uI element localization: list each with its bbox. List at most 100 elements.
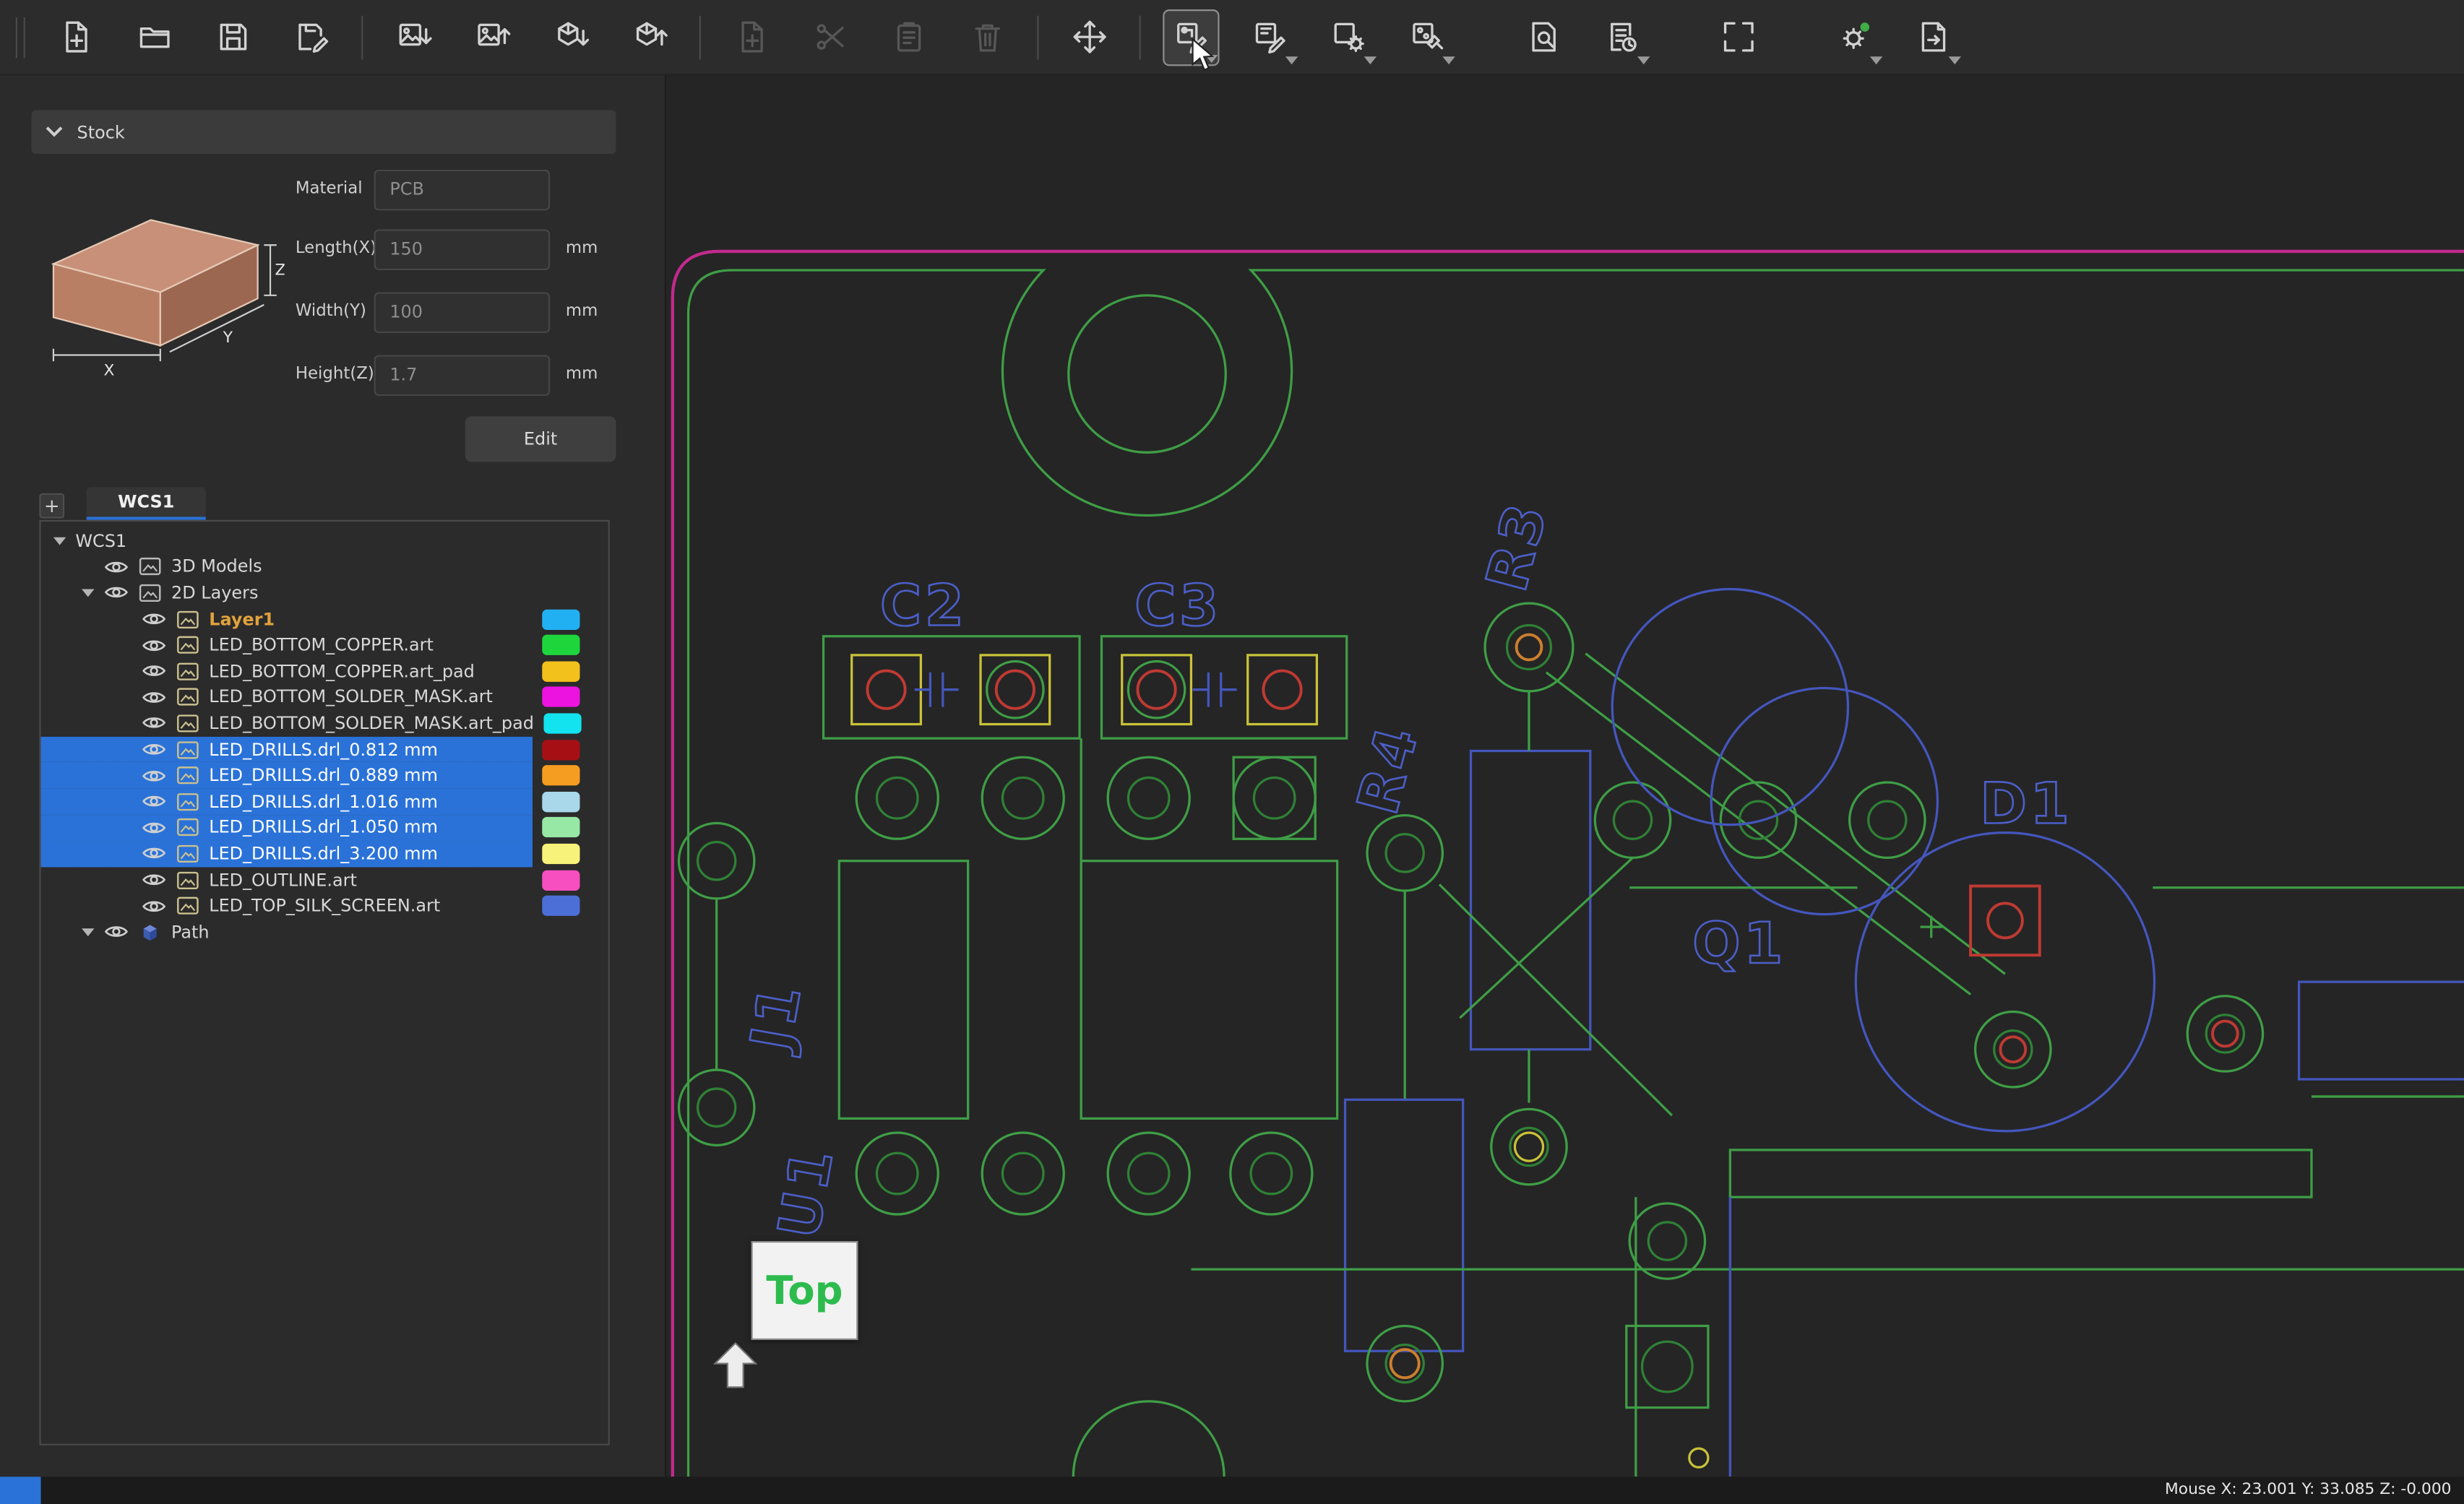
layer-color-swatch[interactable] [542,739,580,760]
visibility-eye-icon[interactable] [104,584,129,602]
layer-color-swatch[interactable] [542,765,580,786]
silkscreen-label-j1: J1 [738,977,815,1058]
layer-row[interactable]: LED_BOTTOM_SOLDER_MASK.art [41,684,608,710]
toolbar-separator [361,14,363,59]
dropdown-arrow-icon[interactable] [1205,54,1218,62]
floppy-icon [219,23,246,51]
visibility-eye-icon[interactable] [142,610,167,628]
visibility-eye-icon[interactable] [142,688,167,706]
layer-thumbnail-icon [176,765,200,785]
layer-color-swatch[interactable] [542,687,580,708]
layer-row[interactable]: LED_BOTTOM_COPPER.art [41,632,608,658]
tree-node-wcs1[interactable]: WCS1 [41,528,608,554]
machine-settings-button[interactable] [1826,9,1883,65]
tree-node-2d-layers[interactable]: 2D Layers [41,580,608,606]
layer-color-swatch[interactable] [542,661,580,682]
delete-button[interactable] [959,9,1015,65]
layer-color-swatch[interactable] [542,843,580,864]
visibility-eye-icon[interactable] [142,662,167,680]
edit-button[interactable]: Edit [465,416,616,462]
tree-node-label: 3D Models [171,556,262,577]
save-as-button[interactable] [283,9,339,65]
height-field[interactable]: 1.7 [374,355,551,397]
layer-row[interactable]: LED_DRILLS.drl_1.050 mm [40,814,608,841]
export-gcode-button[interactable] [1905,9,1962,65]
visibility-eye-icon[interactable] [142,870,167,889]
trash-icon [974,24,1000,52]
visibility-eye-icon[interactable] [142,896,167,915]
layer-row[interactable]: LED_BOTTOM_COPPER.art_pad [41,658,608,684]
new-file-button[interactable] [47,9,103,65]
open-file-button[interactable] [126,9,182,65]
dropdown-arrow-icon[interactable] [1637,56,1650,64]
layer-row[interactable]: LED_DRILLS.drl_0.812 mm [40,736,608,763]
visibility-eye-icon[interactable] [104,922,129,941]
layer-row[interactable]: LED_OUTLINE.art [41,867,608,893]
edit-settings-button[interactable] [1320,9,1377,65]
toolbar-separator [699,14,701,59]
material-field[interactable]: PCB [374,169,551,211]
layer-row[interactable]: LED_TOP_SILK_SCREEN.art [41,893,608,919]
scissors-icon [816,24,843,50]
tab-wcs1[interactable]: WCS1 [86,487,206,520]
layer-row[interactable]: LED_DRILLS.drl_3.200 mm [40,840,608,867]
move-icon [1072,20,1106,53]
move-tool-button[interactable] [1061,9,1117,65]
layer-row[interactable]: LED_BOTTOM_SOLDER_MASK.art_pad [41,710,608,736]
layer-thumbnail-icon [176,713,200,733]
stock-section-header[interactable]: Stock [31,110,616,155]
layer-row[interactable]: LED_DRILLS.drl_0.889 mm [40,762,608,789]
expander-icon[interactable] [53,537,66,545]
edit-pads-button[interactable] [1241,9,1298,65]
layer-row[interactable]: Layer1 [41,606,608,632]
visibility-eye-icon[interactable] [142,818,167,837]
preview-zoom-button[interactable] [1515,9,1571,65]
edit-toolpath-button[interactable] [1163,8,1220,66]
fit-view-button[interactable] [1710,9,1766,65]
expander-icon[interactable] [82,928,95,936]
dropdown-arrow-icon[interactable] [1948,56,1962,64]
toolbar-grip[interactable] [15,16,25,58]
edit-drills-button[interactable] [1398,9,1455,65]
length-unit: mm [565,238,598,258]
cut-button[interactable] [801,9,858,65]
layer-color-swatch[interactable] [542,634,580,656]
import-model-button[interactable] [542,9,598,65]
layer-row[interactable]: LED_DRILLS.drl_1.016 mm [40,788,608,815]
pcb-viewport[interactable]: C2 C3 J1 [664,75,2464,1477]
dropdown-arrow-icon[interactable] [1285,56,1298,64]
layer-color-swatch[interactable] [542,608,580,630]
visibility-eye-icon[interactable] [142,636,167,654]
visibility-eye-icon[interactable] [142,792,167,811]
add-item-button[interactable] [723,9,779,65]
layer-thumbnail-icon [176,739,200,759]
layer-color-swatch[interactable] [542,817,580,838]
visibility-eye-icon[interactable] [142,766,167,785]
layer-color-swatch[interactable] [542,895,580,917]
view-orientation-marker[interactable]: Top [751,1241,858,1341]
add-workspace-button[interactable]: + [39,493,65,519]
paste-button[interactable] [880,9,936,65]
dropdown-arrow-icon[interactable] [1364,56,1377,64]
visibility-eye-icon[interactable] [142,740,167,759]
layer-color-swatch[interactable] [542,791,580,812]
save-file-button[interactable] [204,9,261,65]
visibility-eye-icon[interactable] [142,844,167,863]
visibility-eye-icon[interactable] [104,558,129,576]
import-image-button[interactable] [385,9,441,65]
export-image-button[interactable] [464,9,520,65]
dropdown-arrow-icon[interactable] [1869,56,1883,64]
dropdown-arrow-icon[interactable] [1442,56,1455,64]
expander-icon[interactable] [82,589,95,597]
length-field[interactable]: 150 [374,229,551,271]
width-field[interactable]: 100 [374,292,551,334]
model-group-icon [138,557,162,577]
layer-color-swatch[interactable] [542,869,580,891]
visibility-eye-icon[interactable] [142,714,167,732]
layer-thumbnail-icon [176,791,200,811]
tree-node-path[interactable]: Path [41,919,608,945]
layer-color-swatch[interactable] [543,713,582,734]
gcode-list-button[interactable] [1593,9,1650,65]
tree-node-3d-models[interactable]: 3D Models [41,554,608,580]
export-model-button[interactable] [621,9,677,65]
